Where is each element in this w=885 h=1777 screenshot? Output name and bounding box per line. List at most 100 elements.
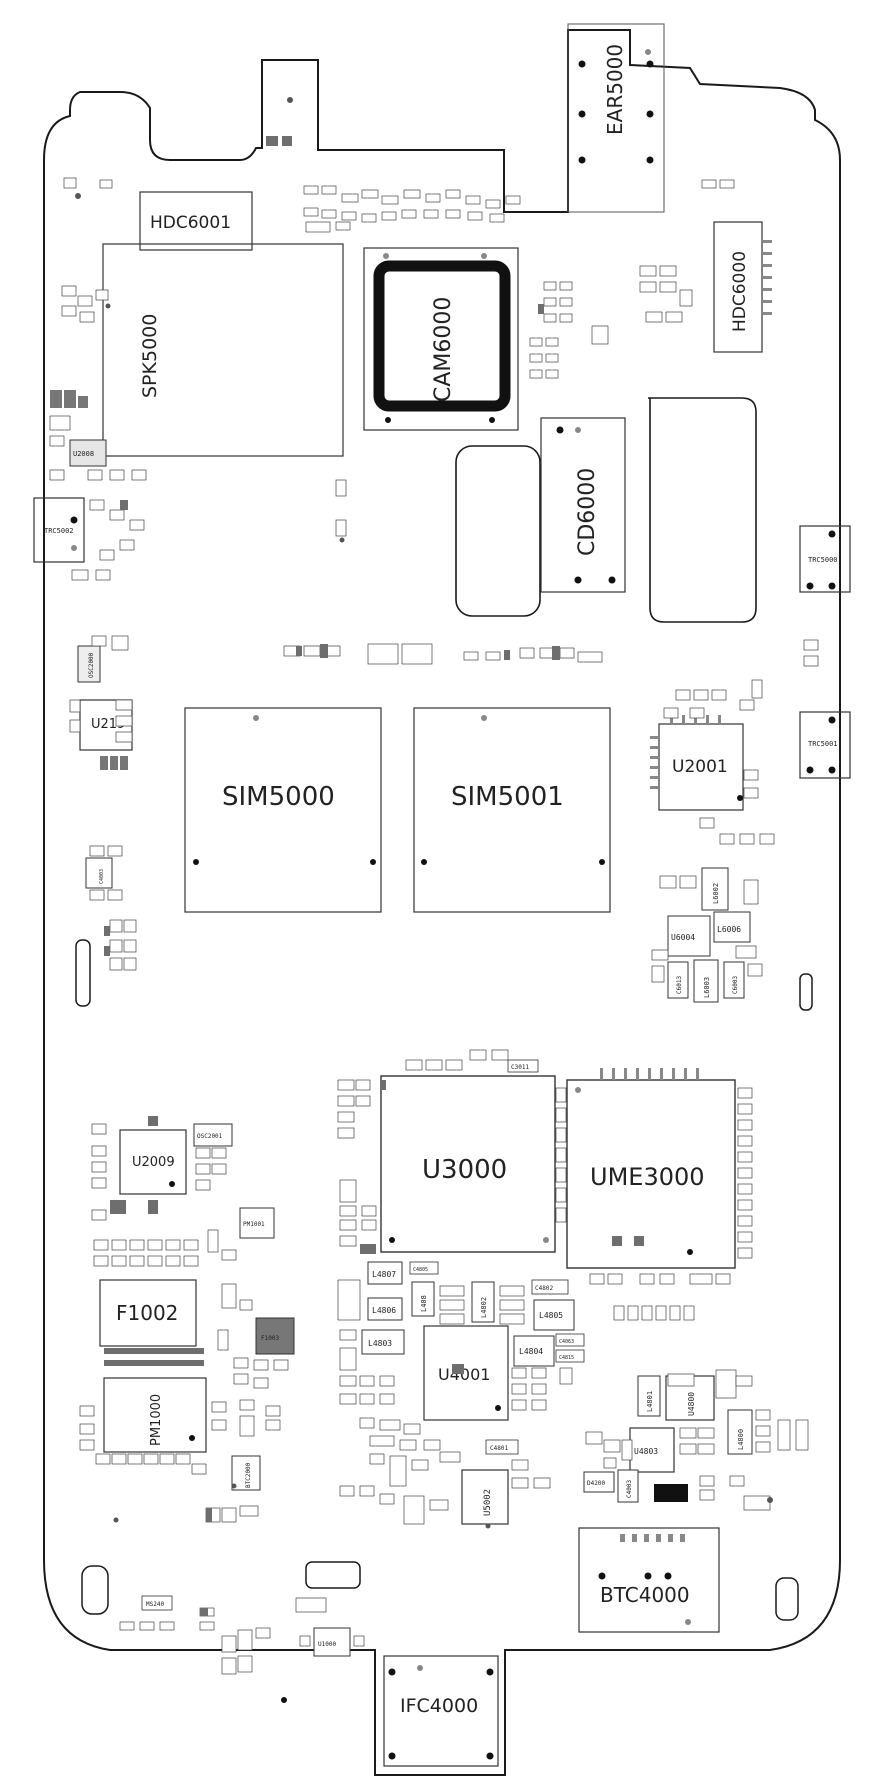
label-pm1000: PM1000	[149, 1394, 164, 1446]
cam6000-ring	[373, 260, 511, 412]
label-u5002: U5002	[483, 1489, 493, 1516]
label-f1003: F1003	[261, 1335, 279, 1342]
cutout-right	[648, 397, 757, 623]
l6002-box	[701, 867, 729, 911]
c4003-box	[85, 857, 113, 889]
l408-box	[411, 1281, 435, 1317]
u1000-box	[313, 1627, 351, 1657]
u4001-box	[423, 1325, 509, 1421]
label-c3011: C3011	[511, 1064, 529, 1071]
label-ms240: MS240	[146, 1601, 164, 1608]
ear5000-box	[567, 23, 665, 213]
l4805-box	[533, 1299, 575, 1331]
label-spk5000: SPK5000	[139, 314, 161, 398]
u5002-box	[461, 1469, 509, 1525]
trc5000-box	[799, 525, 851, 593]
board-outline	[43, 29, 841, 1776]
label-l4805: L4805	[539, 1311, 563, 1320]
label-hdc6001: HDC6001	[150, 213, 231, 233]
label-u4803: U4803	[634, 1447, 658, 1456]
ifc4000-box	[383, 1655, 499, 1767]
hdc6000-box	[713, 221, 763, 353]
slot-right	[799, 973, 813, 1011]
btc2000-box	[231, 1455, 261, 1491]
btc4000-box	[578, 1527, 720, 1633]
label-u2009: U2009	[132, 1155, 175, 1170]
c4063-box	[555, 1333, 585, 1347]
label-btc4000: BTC4000	[600, 1583, 690, 1607]
c4802-box	[531, 1279, 569, 1295]
label-l6003: L6003	[703, 977, 711, 998]
label-l408: L408	[420, 1295, 428, 1312]
label-c4805: C4805	[413, 1267, 428, 1273]
cam6000-box	[363, 247, 519, 431]
pm1001-box	[239, 1207, 275, 1239]
label-l6002: L6002	[712, 883, 720, 904]
label-l4801: L4801	[646, 1391, 654, 1412]
l4802-box	[471, 1281, 495, 1323]
u6004-box	[667, 915, 711, 957]
label-sim5001: SIM5001	[451, 782, 564, 812]
label-u1000: U1000	[318, 1641, 336, 1648]
label-trc5000: TRC5000	[808, 556, 838, 564]
label-hdc6000: HDC6000	[730, 251, 750, 332]
passive-components	[49, 177, 819, 1675]
c4003b-box	[617, 1469, 639, 1503]
label-c4802: C4802	[535, 1285, 553, 1292]
trc5001-box	[799, 711, 851, 779]
label-l4807: L4807	[372, 1270, 396, 1279]
osc2001-box	[193, 1123, 233, 1147]
label-cd6000: CD6000	[575, 468, 600, 556]
u2009-box	[119, 1129, 187, 1195]
osc2000-box	[77, 645, 101, 683]
label-f1002: F1002	[116, 1301, 178, 1325]
label-u2008: U2008	[73, 450, 94, 458]
label-l6006: L6006	[717, 925, 741, 934]
u2008-box	[69, 439, 107, 467]
l4803-box	[361, 1329, 405, 1355]
c4815-box	[555, 1349, 585, 1363]
label-l4806: L4806	[372, 1306, 396, 1315]
l6006-box	[713, 911, 751, 943]
label-d4200: D4200	[587, 1480, 605, 1487]
label-c4801: C4801	[490, 1445, 508, 1452]
label-c6003: C6003	[732, 976, 739, 994]
c4805-box	[409, 1261, 439, 1275]
label-trc5002: TRC5002	[44, 527, 74, 535]
label-l4803: L4803	[368, 1339, 392, 1348]
trc5002-box	[33, 497, 85, 563]
label-ume3000: UME3000	[590, 1163, 705, 1191]
cd6000-box	[540, 417, 626, 593]
label-ifc4000: IFC4000	[400, 1695, 478, 1717]
label-pm1001: PM1001	[243, 1221, 265, 1228]
slot-bottom-right	[775, 1577, 799, 1621]
label-trc5001: TRC5001	[808, 740, 838, 748]
hdc6001-box	[139, 191, 253, 251]
l4804-box	[513, 1335, 555, 1367]
label-l4802: L4802	[480, 1297, 488, 1318]
l6003-box	[693, 959, 719, 1003]
l4800-box	[727, 1409, 753, 1455]
c4801-box	[485, 1439, 519, 1455]
label-osc2000: OSC2000	[88, 652, 95, 678]
label-c6013: C6013	[676, 976, 683, 994]
label-u6004: U6004	[671, 933, 695, 942]
slot-bottom-mid	[305, 1561, 361, 1589]
label-u2001: U2001	[672, 757, 728, 777]
u3000-box	[380, 1075, 556, 1253]
d4200-box	[583, 1471, 615, 1493]
c3011-box	[507, 1059, 539, 1073]
sim5001-box	[413, 707, 611, 913]
f1003-box	[255, 1317, 295, 1355]
sim5000-box	[184, 707, 382, 913]
misc-dots	[75, 97, 773, 1529]
label-c4815: C4815	[559, 1355, 574, 1361]
label-u4800: U4800	[687, 1392, 696, 1416]
label-l4804: L4804	[519, 1347, 543, 1356]
label-u4001: U4001	[438, 1365, 490, 1384]
label-sim5000: SIM5000	[222, 782, 335, 812]
slot-bottom-left	[81, 1565, 109, 1615]
c6003-box	[723, 961, 745, 999]
dark-chip	[654, 1484, 688, 1502]
